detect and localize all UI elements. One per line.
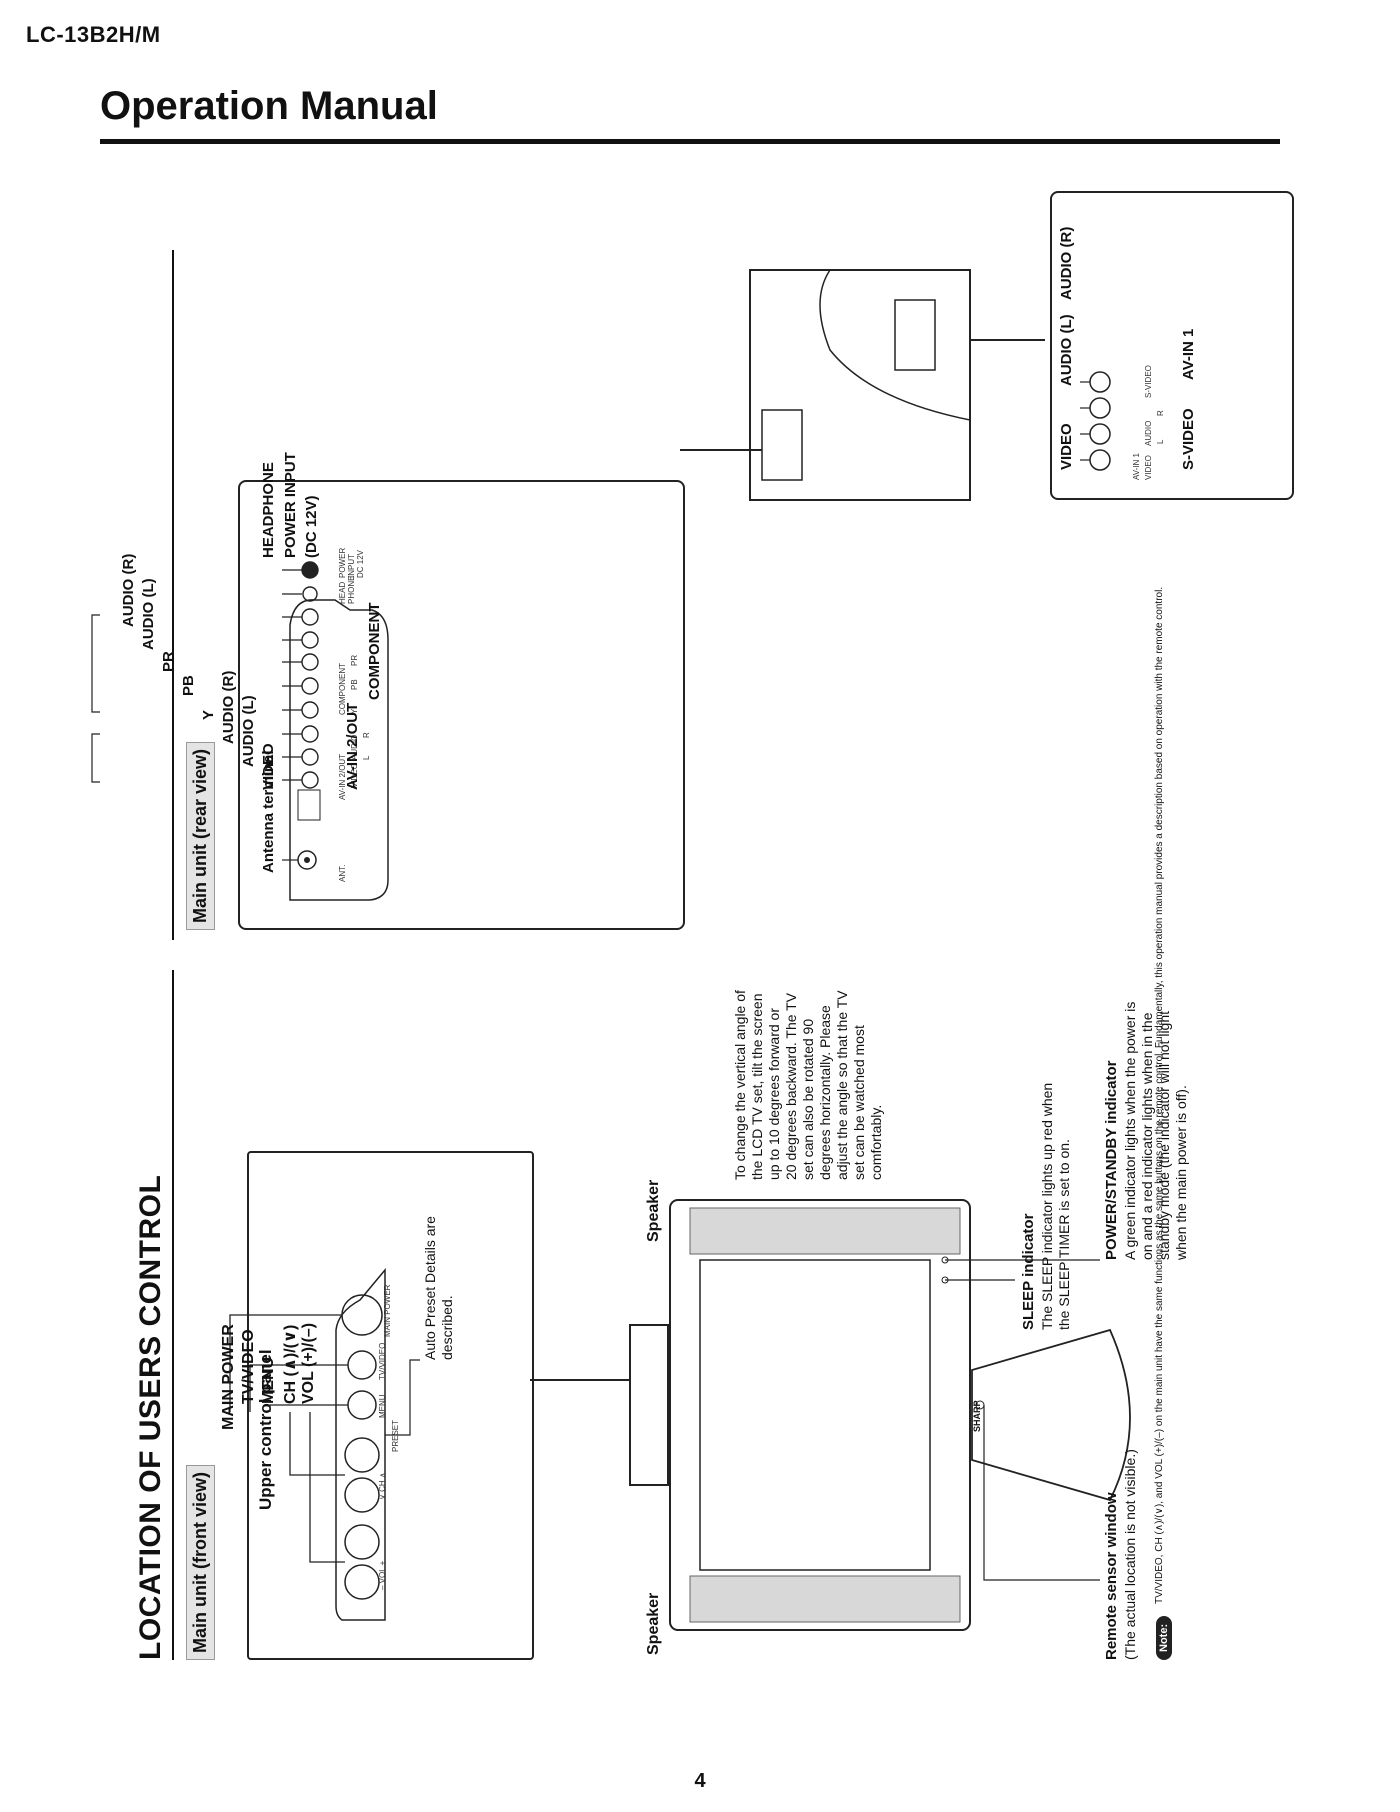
speaker-grille-right [689, 1207, 961, 1255]
av1-svideo-jack[interactable] [1089, 371, 1111, 393]
rear-terminal-area [761, 409, 803, 481]
tv-stand [971, 1328, 1131, 1502]
callout-preset-line [385, 1359, 420, 1436]
rear-stand [819, 269, 971, 421]
ch-down-button[interactable] [344, 1477, 380, 1513]
av1-panel-audio: AUDIO [1144, 420, 1153, 446]
tv-body[interactable] [669, 1199, 971, 1631]
av1-video-jack[interactable] [1089, 449, 1111, 471]
rotated-content: LOCATION OF USERS CONTROL Main unit (fro… [91, 190, 1294, 1660]
callout-tvvideo-line [249, 1364, 348, 1412]
tv-screen [699, 1259, 931, 1571]
av1-panel-label: AV-IN 1 [1132, 453, 1141, 480]
front-diagram [229, 1199, 1131, 1631]
av1-panel-l: L [1156, 439, 1165, 444]
sensor-line [983, 1405, 1100, 1581]
callout-power-line [229, 1314, 342, 1412]
bracket-av2 [91, 733, 100, 783]
ch-up-button[interactable] [344, 1437, 380, 1473]
jack-headphone[interactable] [302, 586, 318, 602]
av1-label-audio-l: AUDIO (L) [1058, 314, 1075, 386]
rear-diagram [91, 269, 1045, 901]
rear-tv-body [749, 269, 971, 501]
model-number: LC-13B2H/M [26, 22, 161, 47]
callout-menu-line [269, 1404, 348, 1412]
av1-label-svideo: S-VIDEO [1180, 408, 1197, 470]
callout-ch-line [289, 1412, 345, 1476]
page-title: Operation Manual [100, 84, 438, 128]
av1-panel-r: R [1156, 410, 1165, 416]
bracket-component [91, 614, 100, 713]
av1-group-label: AV-IN 1 [1180, 328, 1197, 380]
av1-label-video: VIDEO [1058, 423, 1075, 470]
vol-plus-button[interactable] [344, 1524, 380, 1560]
antenna-plate [297, 789, 321, 821]
top-panel-highlight [629, 1324, 669, 1486]
av1-panel-svideo: S-VIDEO [1144, 365, 1153, 398]
callout-vol-line [309, 1412, 345, 1563]
page-number: 4 [694, 1770, 706, 1792]
speaker-grille-left [689, 1575, 961, 1623]
av1-label-audio-r: AUDIO (R) [1058, 226, 1075, 300]
rear-side-terminal [894, 299, 936, 371]
panel-outline [335, 1267, 386, 1621]
vol-minus-button[interactable] [344, 1564, 380, 1600]
title-divider [100, 139, 1280, 144]
av1-diagram [1080, 371, 1111, 471]
terminal-panel-outline [289, 599, 389, 901]
av1-panel-video: VIDEO [1144, 455, 1153, 480]
av1-audio-r-jack[interactable] [1089, 397, 1111, 419]
av1-audio-l-jack[interactable] [1089, 423, 1111, 445]
antenna-pin [304, 857, 310, 863]
